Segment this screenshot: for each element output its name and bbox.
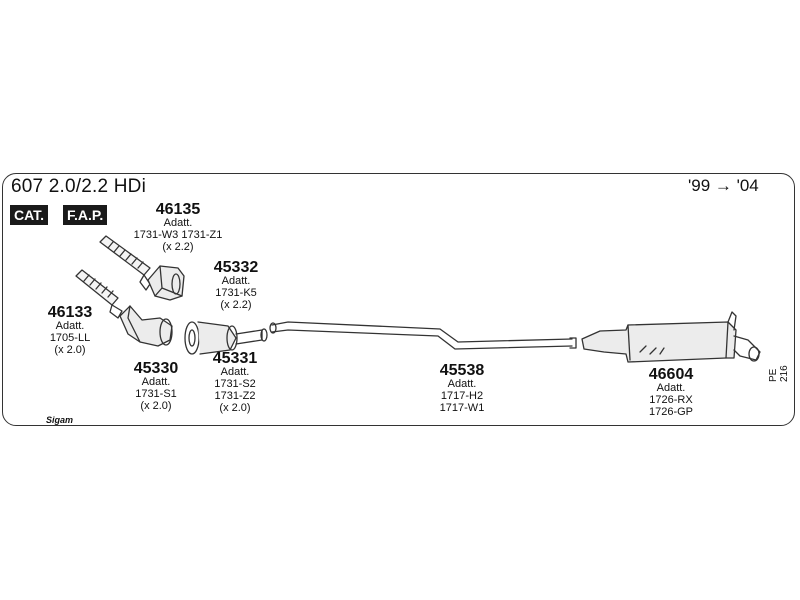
part-detail: (x 2.2) (162, 241, 194, 254)
vehicle-title: 607 2.0/2.2 HDi (11, 176, 147, 197)
part-detail: Adatt. (163, 217, 193, 230)
part-label-45332: 45332 Adatt. 1731-K5 (x 2.2) (176, 259, 296, 312)
dpf-45331-45332 (184, 321, 268, 355)
rear-silencer-46604 (581, 311, 761, 363)
part-detail: Adatt. (447, 378, 477, 391)
part-detail: Adatt. (656, 382, 686, 395)
part-detail: (x 2.0) (54, 344, 86, 357)
part-detail: 1731-W3 1731-Z1 (133, 229, 223, 242)
part-detail: 1726-GP (648, 406, 694, 419)
model-years: '99 → '04 (688, 176, 759, 195)
part-detail: 1731-S1 (135, 388, 177, 401)
part-detail: 1717-H2 (440, 390, 484, 403)
part-number: 45332 (213, 259, 259, 276)
part-label-46604: 46604 Adatt. 1726-RX 1726-GP (611, 366, 731, 419)
part-detail: (x 2.2) (220, 299, 252, 312)
part-label-45330: 45330 Adatt. 1731-S1 (x 2.0) (96, 360, 216, 413)
diagram-panel (2, 173, 795, 426)
part-label-45538: 45538 Adatt. 1717-H2 1717-W1 (402, 362, 522, 415)
part-number: 45538 (439, 362, 485, 379)
part-detail: Adatt. (55, 320, 85, 333)
intermediate-pipe-45538 (269, 321, 577, 350)
part-detail: Adatt. (221, 275, 251, 288)
brand-logo: Sigam (46, 415, 74, 425)
part-detail: Adatt. (141, 376, 171, 389)
part-detail: Adatt. (220, 366, 250, 379)
part-detail: 1731-K5 (215, 287, 257, 300)
part-detail: 1717-W1 (439, 402, 485, 415)
part-label-46133: 46133 Adatt. 1705-LL (x 2.0) (10, 304, 130, 357)
flex-pipe-46133 (75, 269, 123, 319)
diagram-code: PE 216 (768, 365, 790, 382)
part-number: 46133 (47, 304, 93, 321)
part-detail: 1731-Z2 (214, 390, 256, 403)
part-number: 45331 (212, 350, 258, 367)
badge-cat: CAT. (10, 205, 49, 225)
badge-fap: F.A.P. (63, 205, 108, 225)
part-label-46135: 46135 Adatt. 1731-W3 1731-Z1 (x 2.2) (118, 201, 238, 254)
part-number: 46135 (155, 201, 201, 218)
part-detail: 1705-LL (49, 332, 91, 345)
catalyst-45330 (119, 305, 173, 347)
part-number: 46604 (648, 366, 694, 383)
part-label-45331: 45331 Adatt. 1731-S2 1731-Z2 (x 2.0) (175, 350, 295, 415)
flex-pipe-46135 (99, 235, 151, 291)
part-number: 45330 (133, 360, 179, 377)
catalyst-46135 (147, 265, 185, 301)
part-detail: (x 2.0) (219, 401, 251, 414)
part-detail: (x 2.0) (140, 400, 172, 413)
part-detail: 1731-S2 (214, 378, 256, 391)
part-detail: 1726-RX (649, 394, 693, 407)
